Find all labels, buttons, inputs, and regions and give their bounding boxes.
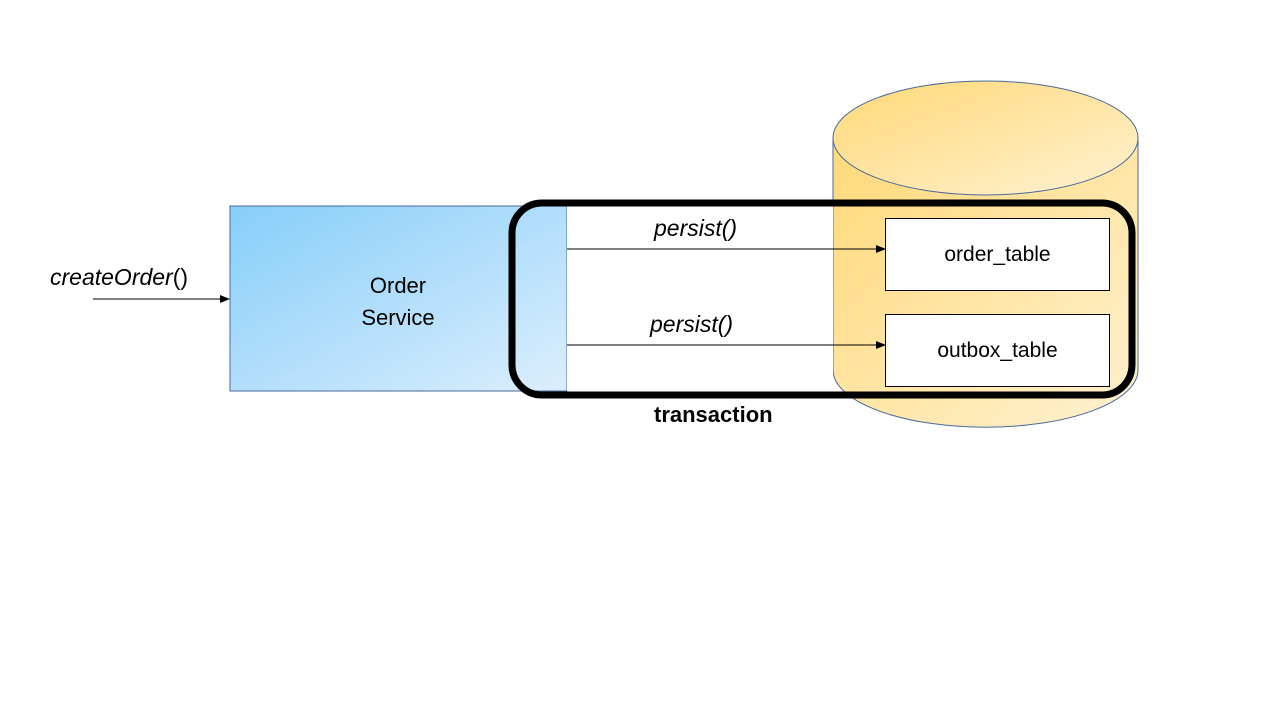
outbox-table-box[interactable]: outbox_table bbox=[885, 314, 1110, 387]
persist-order-label: persist() bbox=[654, 215, 738, 241]
database-top bbox=[832, 80, 1139, 196]
order-service-line2: Service bbox=[361, 305, 435, 330]
create-order-name: createOrder bbox=[50, 264, 173, 290]
transaction-boundary bbox=[508, 199, 1136, 399]
order-service-label: Order Service bbox=[340, 270, 456, 334]
order-service-line1: Order bbox=[369, 273, 427, 298]
persist-outbox-label: persist() bbox=[650, 311, 734, 337]
order-table-box[interactable]: order_table bbox=[885, 218, 1110, 291]
transaction-inner-area bbox=[567, 206, 833, 391]
create-order-label: createOrder() bbox=[50, 264, 188, 291]
transaction-label: transaction bbox=[654, 402, 773, 427]
create-order-parens: () bbox=[172, 264, 189, 290]
